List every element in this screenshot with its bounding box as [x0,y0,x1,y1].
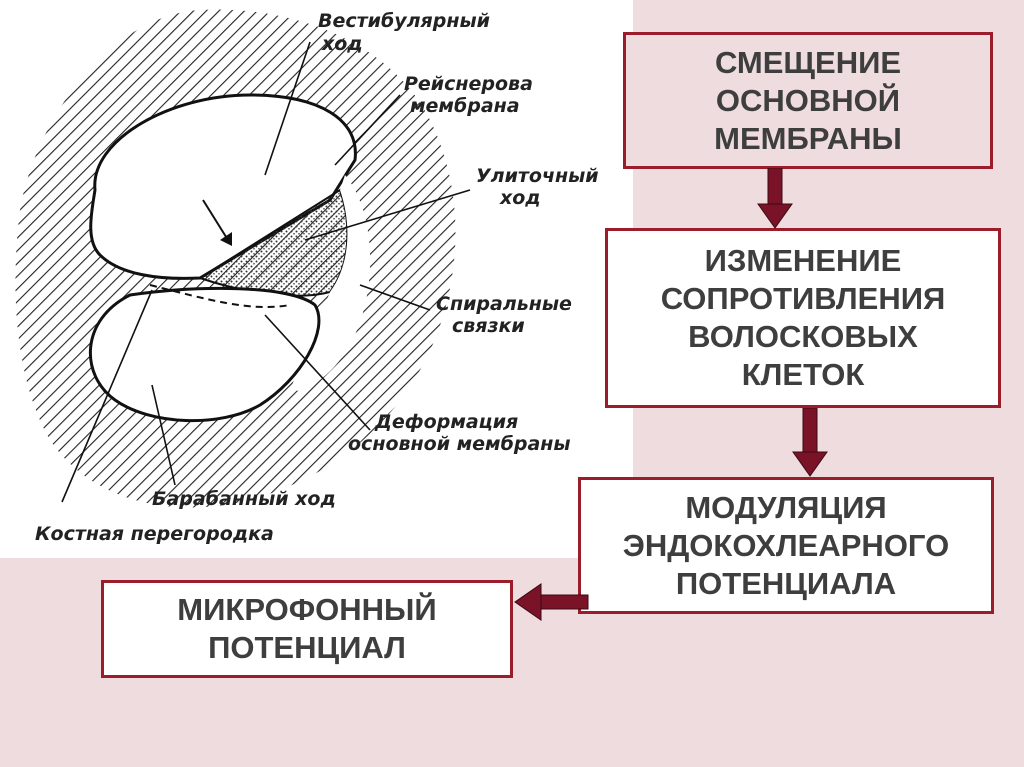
label-cochlear-1: Улиточный [476,165,599,187]
label-vestibular-2: ход [321,33,363,55]
label-deformation-2: основной мембраны [348,433,571,455]
arrow-down-2 [792,408,828,477]
step2-text: ИЗМЕНЕНИЕ СОПРОТИВЛЕНИЯ ВОЛОСКОВЫХ КЛЕТО… [660,243,946,392]
label-reissner-2: мембрана [410,95,520,117]
label-spiral-1: Спиральные [436,293,572,315]
label-deformation-1: Деформация [374,411,518,433]
flow-box-step3: МОДУЛЯЦИЯ ЭНДОКОХЛЕАРНОГО ПОТЕНЦИАЛА [578,477,994,614]
arrow-left [514,583,589,621]
step1-text: СМЕЩЕНИЕ ОСНОВНОЙ МЕМБРАНЫ [714,44,902,156]
label-cochlear-2: ход [499,187,541,209]
flow-box-step4: МИКРОФОННЫЙ ПОТЕНЦИАЛ [101,580,513,678]
arrow-down-1 [757,168,793,229]
scala-tympani [88,286,321,423]
label-reissner-1: Рейснерова [404,73,533,95]
scala-vestibuli [89,93,357,280]
label-bony-septum: Костная перегородка [35,523,274,545]
flow-box-step1: СМЕЩЕНИЕ ОСНОВНОЙ МЕМБРАНЫ [623,32,993,169]
cochlea-cross-section-figure: Вестибулярный ход Рейснерова мембрана Ул… [15,9,599,545]
label-vestibular-1: Вестибулярный [318,10,490,32]
flow-box-step2: ИЗМЕНЕНИЕ СОПРОТИВЛЕНИЯ ВОЛОСКОВЫХ КЛЕТО… [605,228,1001,408]
step4-text: МИКРОФОННЫЙ ПОТЕНЦИАЛ [177,592,437,665]
spiral-ligament [290,175,371,391]
step3-text: МОДУЛЯЦИЯ ЭНДОКОХЛЕАРНОГО ПОТЕНЦИАЛА [622,489,950,601]
label-spiral-2: связки [452,315,525,337]
label-tympanic: Барабанный ход [152,488,336,510]
